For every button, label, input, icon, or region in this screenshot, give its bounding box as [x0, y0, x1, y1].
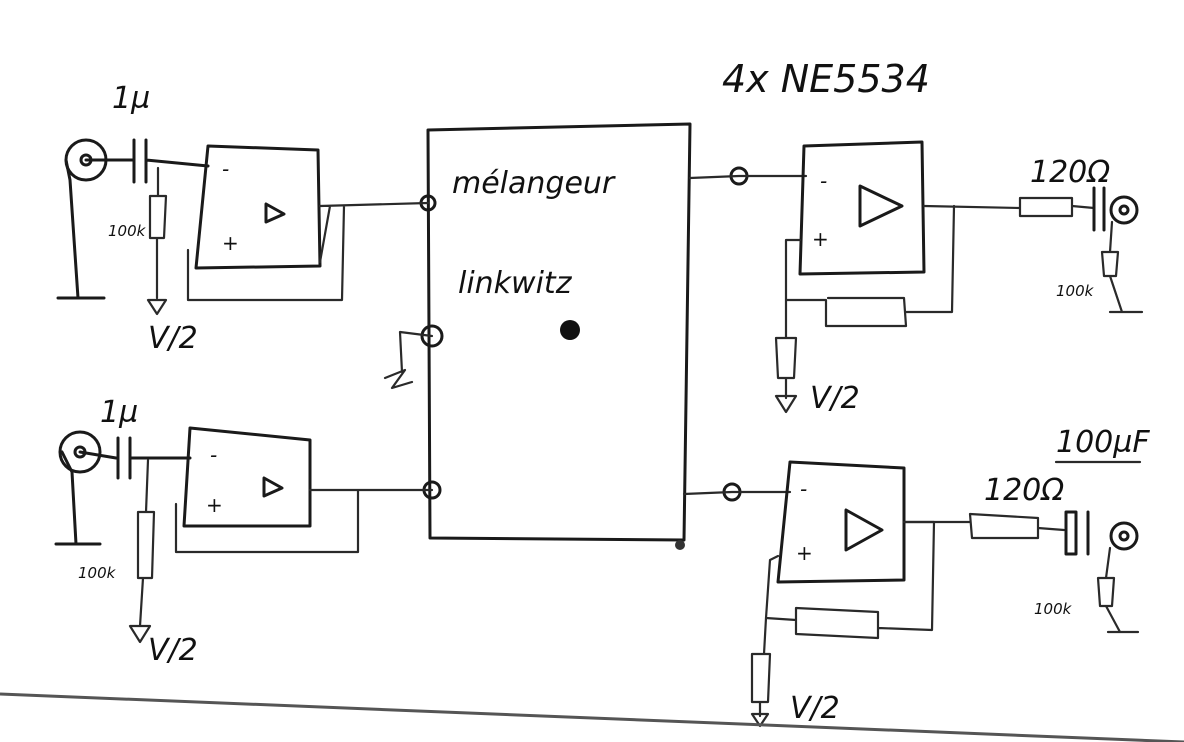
- output-bias-2-label: V/2: [790, 691, 840, 726]
- ink-blot-small: [675, 540, 685, 550]
- output-channel-1: - + V/2 120Ω 100k: [688, 140, 1144, 416]
- input-resistor-1-label: 100k: [108, 222, 147, 240]
- mixer-label-line2: linkwitz: [458, 266, 573, 301]
- output-load-1-label: 100k: [1056, 282, 1095, 300]
- svg-text:-: -: [210, 443, 217, 467]
- input-opamp-2: [182, 426, 312, 528]
- ink-blot: [560, 320, 580, 340]
- mixer-label-line1: mélangeur: [452, 166, 616, 201]
- output-cap-2-label: 100µF: [1056, 425, 1150, 460]
- output-opamp-1: [798, 140, 926, 276]
- output-bias-1-label: V/2: [810, 381, 860, 416]
- paper-edge: [0, 692, 1184, 742]
- input-channel-2: 1µ 100k V/2 - +: [54, 395, 434, 668]
- mixer-block: mélangeur linkwitz: [426, 122, 692, 550]
- svg-text:+: +: [222, 231, 239, 255]
- input-cap-1-label: 1µ: [112, 81, 150, 116]
- input-bias-2-label: V/2: [148, 633, 198, 668]
- output-channel-2: - + V/2 120Ω 100µF 100k: [682, 425, 1150, 728]
- input-opamp-1: [194, 144, 322, 270]
- output-load-2-label: 100k: [1034, 600, 1073, 618]
- output-jack-1: [1109, 195, 1139, 225]
- svg-text:-: -: [222, 157, 229, 181]
- svg-text:-: -: [800, 477, 807, 501]
- opamp-count-note: 4x NE5534: [722, 57, 930, 101]
- input-jack-2: [58, 430, 102, 474]
- input-resistor-2-label: 100k: [78, 564, 117, 582]
- input-bias-1-label: V/2: [148, 321, 198, 356]
- mixer-ground-terminal: [420, 324, 444, 348]
- output-resistor-2-label: 120Ω: [984, 473, 1064, 508]
- output-resistor-1-label: 120Ω: [1030, 155, 1110, 190]
- svg-text:+: +: [812, 227, 829, 251]
- svg-text:+: +: [206, 493, 223, 517]
- input-cap-2-label: 1µ: [100, 395, 138, 430]
- input-jack-1-ground: [56, 158, 106, 300]
- output-jack-2: [1109, 521, 1139, 551]
- svg-text:+: +: [796, 541, 813, 565]
- input-channel-1: 1µ 100k V/2 - +: [56, 81, 430, 356]
- output-opamp-2: [776, 460, 906, 584]
- svg-text:-: -: [820, 169, 827, 193]
- input-jack-2-ground: [54, 450, 102, 546]
